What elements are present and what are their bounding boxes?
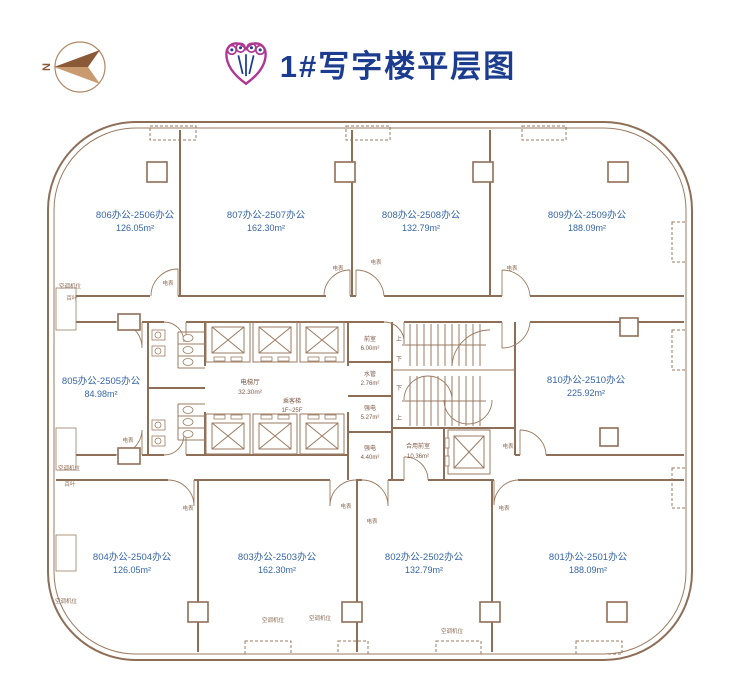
stairs-upper: 上 下 — [396, 324, 491, 367]
svg-text:132.79m²: 132.79m² — [405, 565, 443, 575]
stair-up-label: 上 — [396, 414, 402, 422]
svg-text:126.05m²: 126.05m² — [113, 565, 151, 575]
vestibule-area: 6.00m² — [361, 346, 380, 352]
stair-down-label: 下 — [396, 385, 402, 392]
svg-text:电表: 电表 — [122, 436, 134, 444]
unit-labels: 806办公-2506办公 126.05m² 807办公-2507办公 162.30m… — [62, 209, 628, 575]
ac-annotations: 空调机位 百叶 空调机位 百叶 空调机位 空调机位 空调机位 空调机位 — [55, 282, 464, 635]
svg-text:132.79m²: 132.79m² — [402, 223, 440, 233]
svg-text:空调机位: 空调机位 — [55, 597, 78, 605]
unit-801: 801办公-2501办公 188.09m² — [549, 551, 628, 575]
unit-804: 804办公-2504办公 126.05m² — [93, 551, 172, 575]
svg-text:188.09m²: 188.09m² — [569, 565, 607, 575]
elevator-car — [252, 413, 298, 455]
elevator-bank-top — [205, 321, 345, 363]
toilet-block — [151, 329, 205, 447]
inner-walls — [56, 130, 684, 652]
unit-808: 808办公-2508办公 132.79m² — [382, 209, 461, 233]
svg-text:空调机位: 空调机位 — [441, 627, 464, 635]
electric-shaft-2-name: 强电 — [364, 444, 376, 452]
unit-806: 806办公-2506办公 126.05m² — [96, 209, 175, 233]
svg-text:电表: 电表 — [506, 264, 518, 272]
vestibule-name: 前室 — [364, 335, 376, 343]
page-title: 1#写字楼平层图 — [279, 48, 517, 84]
svg-text:电表: 电表 — [332, 264, 344, 272]
electric-shaft-1-area: 5.27m² — [361, 415, 380, 421]
stair-up-label: 上 — [396, 335, 402, 343]
svg-text:804办公-2504办公: 804办公-2504办公 — [93, 551, 172, 563]
columns — [117, 161, 639, 623]
svg-text:电表: 电表 — [370, 258, 382, 266]
svg-text:百叶: 百叶 — [64, 480, 76, 488]
svg-text:空调机位: 空调机位 — [262, 616, 285, 624]
svg-text:空调机位: 空调机位 — [58, 464, 81, 472]
elevator-car — [299, 413, 345, 455]
stair-down-label: 下 — [396, 356, 402, 363]
svg-text:188.09m²: 188.09m² — [568, 223, 606, 233]
svg-text:809办公-2509办公: 809办公-2509办公 — [548, 209, 627, 221]
svg-text:802办公-2502办公: 802办公-2502办公 — [385, 551, 464, 563]
water-shaft-name: 水管 — [364, 370, 376, 378]
svg-text:225.92m²: 225.92m² — [567, 388, 605, 398]
svg-text:电表: 电表 — [366, 517, 378, 525]
svg-text:空调机位: 空调机位 — [309, 614, 332, 622]
elevator-bank-bottom — [205, 413, 345, 455]
unit-810: 810办公-2510办公 225.92m² — [547, 374, 626, 398]
elevator-car — [205, 413, 251, 455]
unit-807: 807办公-2507办公 162.30m² — [227, 209, 306, 233]
unit-805: 805办公-2505办公 84.98m² — [62, 375, 141, 399]
svg-text:805办公-2505办公: 805办公-2505办公 — [62, 375, 141, 387]
svg-text:84.98m²: 84.98m² — [84, 389, 117, 399]
svg-text:162.30m²: 162.30m² — [247, 223, 285, 233]
svg-text:810办公-2510办公: 810办公-2510办公 — [547, 374, 626, 386]
header: 1#写字楼平层图 — [0, 28, 740, 98]
ac-slot-dashed-boxes — [55, 125, 687, 655]
stairs-middle: 下 上 — [396, 375, 493, 426]
elevator-car — [299, 321, 345, 363]
svg-text:801办公-2501办公: 801办公-2501办公 — [549, 551, 628, 563]
elevator-hall-name: 电梯厅 — [240, 377, 260, 386]
shared-vestibule-area: 10.36m² — [407, 454, 429, 460]
svg-text:百叶: 百叶 — [66, 294, 78, 302]
svg-text:空调机位: 空调机位 — [59, 282, 82, 290]
electric-shaft-1-name: 强电 — [364, 404, 376, 412]
north-arrow-icon: N — [41, 41, 106, 93]
door-meter-labels: 电表 电表 电表 电表 电表 电表 电表 电表 电表 电表 — [122, 258, 518, 525]
core-labels: 电梯厅 32.30m² 乘客梯 1F~25F 前室 6.00m² 水管 2.76… — [238, 335, 430, 461]
electric-shaft-2-area: 4.40m² — [361, 455, 380, 461]
unit-802: 802办公-2502办公 132.79m² — [385, 551, 464, 575]
svg-text:电表: 电表 — [162, 279, 174, 287]
fire-elevator — [444, 429, 491, 475]
elevator-note-range: 1F~25F — [282, 408, 303, 414]
building-outline — [47, 121, 693, 661]
north-label: N — [41, 63, 53, 71]
elevator-note-name: 乘客梯 — [283, 397, 301, 405]
svg-text:电表: 电表 — [498, 504, 510, 512]
svg-text:807办公-2507办公: 807办公-2507办公 — [227, 209, 306, 221]
svg-text:电表: 电表 — [182, 504, 194, 512]
elevator-car — [252, 321, 298, 363]
water-shaft-area: 2.76m² — [361, 381, 380, 387]
svg-text:808办公-2508办公: 808办公-2508办公 — [382, 209, 461, 221]
svg-text:电表: 电表 — [340, 502, 352, 510]
shared-vestibule-name: 合用前室 — [406, 442, 430, 450]
unit-803: 803办公-2503办公 162.30m² — [238, 551, 317, 575]
elevator-car — [205, 321, 251, 363]
svg-text:电表: 电表 — [502, 442, 514, 450]
elevator-hall-area: 32.30m² — [238, 389, 263, 396]
svg-text:806办公-2506办公: 806办公-2506办公 — [96, 209, 175, 221]
unit-809: 809办公-2509办公 188.09m² — [548, 209, 627, 233]
heart-tulip-logo-icon — [224, 42, 267, 86]
svg-text:126.05m²: 126.05m² — [116, 223, 154, 233]
svg-text:803办公-2503办公: 803办公-2503办公 — [238, 551, 317, 563]
svg-text:162.30m²: 162.30m² — [258, 565, 296, 575]
